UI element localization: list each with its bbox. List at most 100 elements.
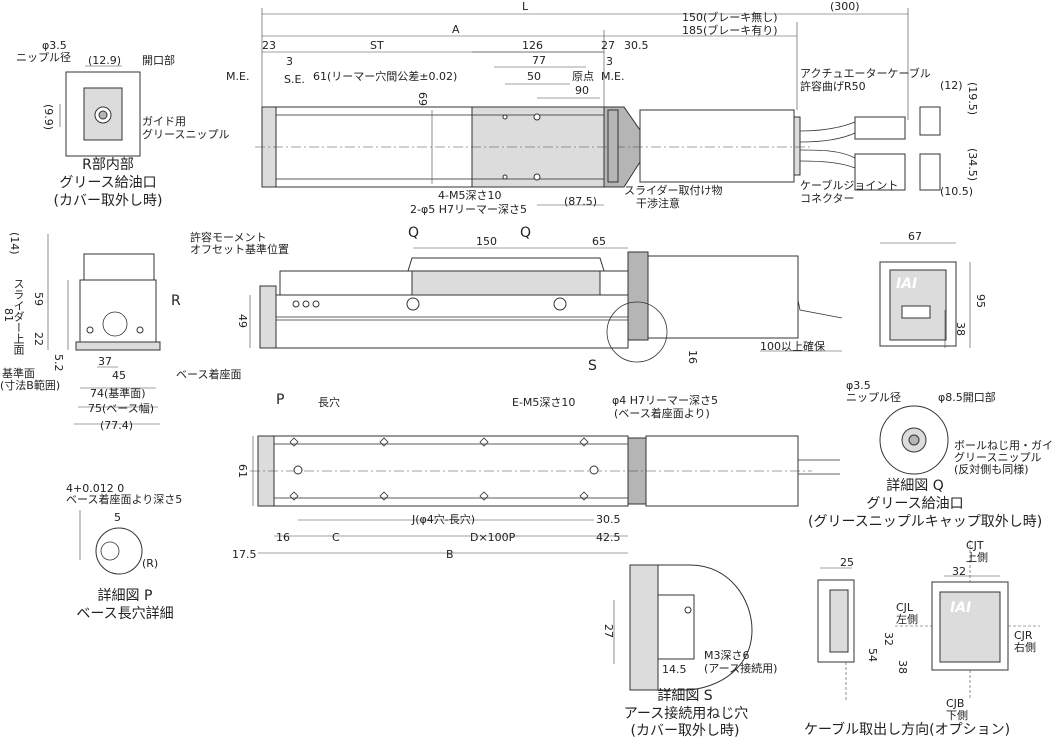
- cable-dim-32b: 32: [882, 632, 895, 646]
- dim-75: 75(ベース幅): [88, 402, 155, 415]
- cable-note-1: アクチュエーターケーブル: [800, 67, 931, 80]
- s-dim-14-5: 14.5: [662, 663, 687, 676]
- slider-note-2: 干渉注意: [636, 197, 680, 210]
- cjt-2: 上側: [966, 551, 988, 564]
- label-S: S: [588, 358, 597, 374]
- cjl-1: CJL: [896, 601, 914, 614]
- q-ball-3: (反対側も同様): [954, 463, 1029, 476]
- dim-B: B: [446, 548, 454, 561]
- q-caption-3: (グリースニップルキャップ取外し時): [808, 514, 1043, 530]
- r-9-9: (9.9): [42, 104, 55, 131]
- dim-87-5: (87.5): [564, 195, 598, 208]
- label-slider-top: スライダー上面: [12, 278, 25, 355]
- label-me-right: M.E.: [601, 70, 625, 83]
- dim-49: 49: [236, 314, 249, 328]
- p-depth: ベース着座面より深さ5: [66, 493, 183, 506]
- joint-note-2: コネクター: [800, 192, 855, 205]
- q-detail: [879, 405, 949, 475]
- label-ref-range: (寸法B範囲): [0, 379, 61, 392]
- dim-65: 65: [592, 235, 606, 248]
- dim-90: 90: [575, 84, 589, 97]
- p-caption-2: ベース長穴詳細: [76, 606, 174, 622]
- dim-50: 50: [527, 70, 541, 83]
- p-caption-1: 詳細図 P: [97, 588, 153, 604]
- cjr-1: CJR: [1014, 629, 1033, 642]
- dim-74: 74(基準面): [90, 387, 146, 400]
- p-R: (R): [142, 557, 159, 570]
- s-m3-2: (アース接続用): [704, 662, 778, 675]
- dim-81: 81: [2, 308, 15, 322]
- dim-22: 22: [32, 332, 45, 346]
- r-caption-3: (カバー取外し時): [53, 193, 163, 209]
- label-se: S.E.: [284, 73, 305, 86]
- r-detail: [59, 65, 141, 157]
- s-caption-1: 詳細図 S: [657, 688, 713, 704]
- dim-77: 77: [532, 54, 546, 67]
- label-phi4-2: (ベース着座面より): [614, 407, 710, 420]
- s-dim-27: 27: [602, 624, 615, 638]
- q-nipple-dia: ニップル径: [846, 391, 901, 404]
- dim-17-5: 17.5: [232, 548, 257, 561]
- dim-16: 16: [686, 350, 699, 364]
- cable-dim-25: 25: [840, 556, 854, 569]
- cjl-2: 左側: [896, 613, 918, 626]
- top-view: [255, 8, 941, 206]
- q-caption-2: グリース給油口: [866, 496, 964, 512]
- q-caption-1: 詳細図 Q: [886, 478, 944, 494]
- label-phi4-1: φ4 H7リーマー深さ5: [612, 394, 719, 407]
- dim-27: 27: [601, 39, 615, 52]
- cable-note-2: 許容曲げR50: [800, 80, 866, 93]
- dim-J: J(φ4穴-長穴): [412, 513, 476, 526]
- dim-19-5: (19.5): [966, 82, 979, 116]
- label-base-mount: ベース着座面: [176, 368, 242, 381]
- right-end-view: [879, 242, 971, 348]
- dim-30-5b: 30.5: [596, 513, 621, 526]
- cjb-1: CJB: [946, 697, 965, 710]
- r-caption-1: R部内部: [82, 157, 134, 173]
- label-R: R: [171, 293, 181, 309]
- label-me-left: M.E.: [226, 70, 250, 83]
- cable-dim-54: 54: [866, 648, 879, 662]
- dim-45: 45: [112, 369, 126, 382]
- dim-95: 95: [974, 294, 987, 308]
- label-reamer: 2-φ5 H7リーマー深さ5: [410, 203, 527, 216]
- dim-77-4: (77.4): [100, 419, 134, 432]
- dim-61: 61: [236, 464, 249, 478]
- dim-14: (14): [8, 232, 21, 255]
- left-end-view: [47, 234, 161, 425]
- p-tolerance: 4+0.012 0: [66, 482, 125, 495]
- dim-59: 59: [32, 292, 45, 306]
- dim-Dx100: D×100P: [470, 531, 516, 544]
- dim-67: 67: [908, 230, 922, 243]
- r-opening: 開口部: [142, 54, 175, 67]
- label-brake-none: 150(ブレーキ無し): [682, 11, 778, 24]
- cable-dim-38: 38: [896, 660, 909, 674]
- dim-16b: 16: [276, 531, 290, 544]
- dim-5-2: 5.2: [52, 354, 65, 372]
- label-origin: 原点: [572, 70, 594, 83]
- dim-30-5: 30.5: [624, 39, 649, 52]
- brand-logo: IAI: [896, 276, 918, 292]
- cjb-2: 下側: [946, 709, 968, 722]
- r-guide-1: ガイド用: [142, 115, 186, 128]
- cjt-1: CJT: [966, 539, 984, 552]
- label-ref-surface: 基準面: [2, 367, 35, 380]
- dim-69: 69: [416, 92, 429, 106]
- r-phi35: φ3.5: [42, 39, 67, 52]
- dim-42-5: 42.5: [596, 531, 621, 544]
- joint-note-1: ケーブルジョイント: [800, 179, 899, 192]
- dim-150: 150: [476, 235, 497, 248]
- dim-3b: 3: [606, 55, 613, 68]
- dim-ST: ST: [370, 39, 384, 52]
- moment-note-1: 許容モーメント: [190, 231, 267, 244]
- label-long-hole: 長穴: [318, 396, 340, 409]
- label-Q1: Q: [408, 225, 420, 241]
- dim-L: L: [522, 0, 529, 13]
- q-phi85: φ8.5開口部: [938, 391, 996, 404]
- p-dim-5: 5: [114, 511, 121, 524]
- bottom-view: [250, 435, 840, 554]
- moment-note-2: オフセット基準位置: [190, 243, 289, 256]
- s-detail: [613, 564, 753, 691]
- s-caption-2: アース接続用ねじ穴: [623, 706, 749, 722]
